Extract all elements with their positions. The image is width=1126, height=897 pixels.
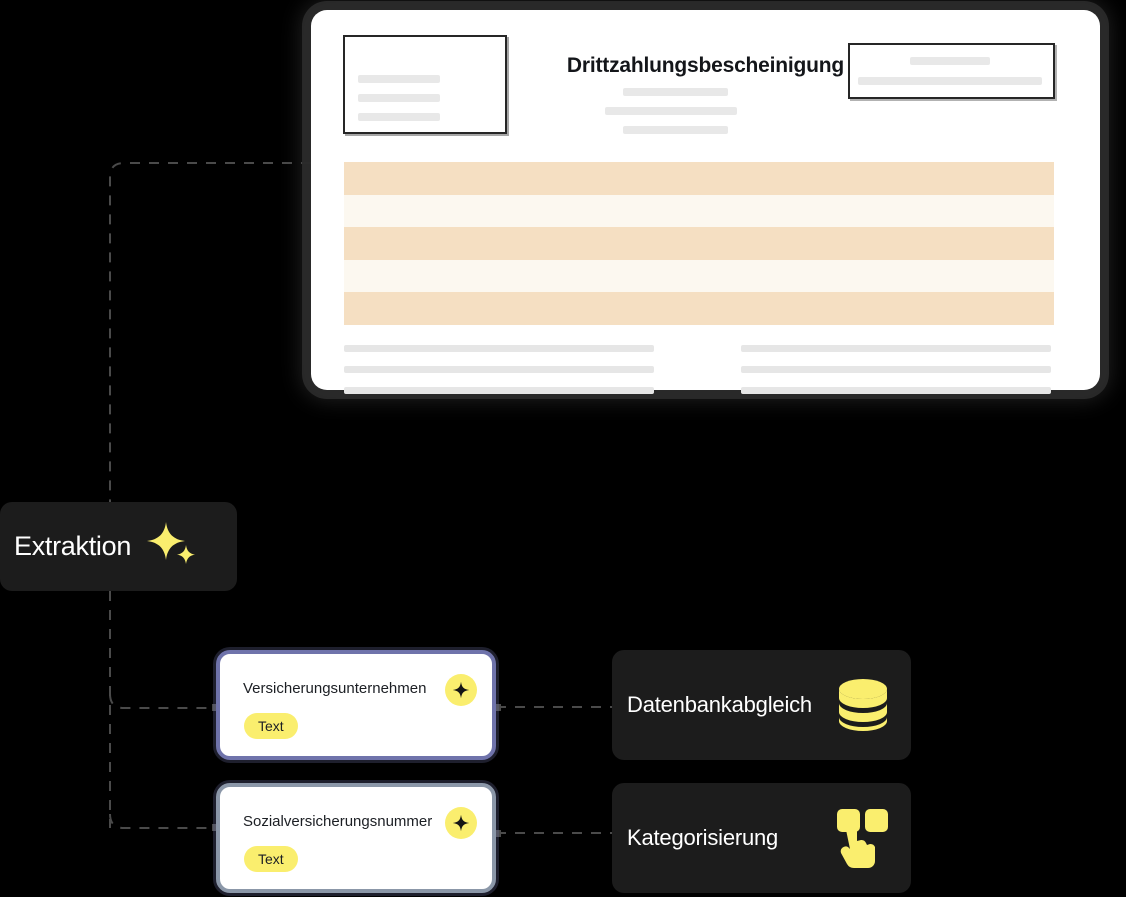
placeholder-line — [741, 366, 1051, 373]
action-label: Datenbankabgleich — [627, 692, 812, 717]
extraktion-badge[interactable]: Extraktion — [0, 502, 237, 591]
document-preview-card[interactable]: Drittzahlungsbescheinigung — [311, 10, 1100, 394]
field-type-pill[interactable]: Text — [244, 846, 298, 872]
field-label: Sozialversicherungsnummer — [243, 813, 433, 830]
placeholder-line — [741, 345, 1051, 352]
connector-branch-field-2 — [109, 813, 216, 829]
placeholder-line — [344, 366, 654, 373]
document-logo-placeholder — [343, 35, 507, 134]
extraktion-label: Extraktion — [14, 531, 132, 561]
table-row — [344, 227, 1054, 260]
document-footer-right — [741, 345, 1051, 408]
table-row — [344, 259, 1054, 293]
tap-category-icon — [833, 807, 889, 869]
placeholder-line — [910, 57, 990, 65]
action-card-kategorisierung[interactable]: Kategorisierung — [612, 783, 911, 893]
placeholder-line — [358, 113, 440, 121]
document-title: Drittzahlungsbescheinigung — [566, 54, 845, 77]
document-subtitle-line — [605, 107, 737, 115]
placeholder-line — [358, 94, 440, 102]
document-reference-placeholder — [848, 43, 1055, 99]
database-icon — [837, 677, 889, 733]
placeholder-line — [344, 387, 654, 394]
field-card-sozialversicherungsnummer[interactable]: Sozialversicherungsnummer Text — [216, 783, 496, 893]
action-card-datenbankabgleich[interactable]: Datenbankabgleich — [612, 650, 911, 760]
connector-branch-field-1 — [109, 693, 216, 709]
table-row — [344, 292, 1054, 325]
action-label: Kategorisierung — [627, 825, 779, 850]
sparkle-icon — [445, 807, 477, 839]
placeholder-line — [858, 77, 1042, 85]
field-label: Versicherungsunternehmen — [243, 680, 427, 697]
sparkle-icon — [445, 674, 477, 706]
document-subtitle-line — [623, 88, 728, 96]
field-card-versicherungsunternehmen[interactable]: Versicherungsunternehmen Text — [216, 650, 496, 760]
connector-document-to-extraktion — [109, 162, 330, 502]
document-table — [344, 162, 1054, 325]
document-footer-left — [344, 345, 654, 408]
field-type-pill[interactable]: Text — [244, 713, 298, 739]
table-row — [344, 194, 1054, 228]
placeholder-line — [344, 345, 654, 352]
document-subtitle-line — [623, 126, 728, 134]
placeholder-line — [741, 387, 1051, 394]
placeholder-line — [358, 75, 440, 83]
sparkle-icon — [145, 520, 197, 573]
table-row — [344, 162, 1054, 195]
